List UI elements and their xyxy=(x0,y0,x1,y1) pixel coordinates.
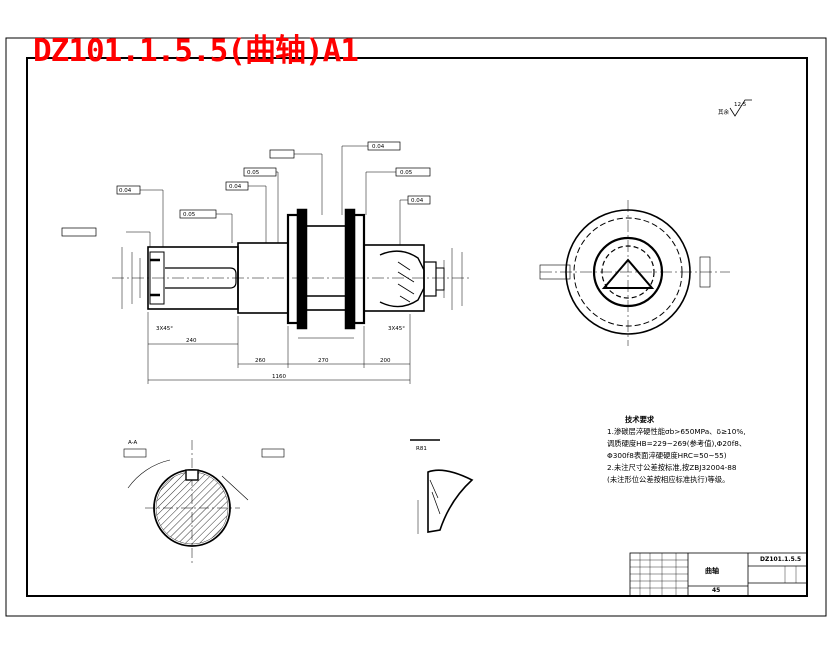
svg-text:12.5: 12.5 xyxy=(734,102,747,108)
title-block-drawing-no: DZ101.1.5.5 xyxy=(760,556,802,563)
tolerance-frame-labels: 0.04 0.05 0.04 0.04 0.05 0.04 0.05 xyxy=(119,144,424,218)
svg-text:0.05: 0.05 xyxy=(400,170,413,176)
svg-text:1160: 1160 xyxy=(272,374,286,380)
title-block-part-name: 曲轴 xyxy=(705,567,719,575)
drawing-frame xyxy=(26,57,808,597)
svg-text:A-A: A-A xyxy=(128,440,138,446)
section-a-view: A-A xyxy=(123,440,285,564)
svg-text:200: 200 xyxy=(380,358,391,364)
svg-text:3X45°: 3X45° xyxy=(156,326,173,332)
tolerance-frames xyxy=(61,141,431,237)
title-block-material: 45 xyxy=(712,587,721,594)
svg-text:240: 240 xyxy=(186,338,197,344)
svg-text:R81: R81 xyxy=(416,446,427,452)
svg-text:260: 260 xyxy=(255,358,266,364)
technical-requirement-line: 调质硬度HB=229~269(参考值),Φ20f8、 xyxy=(607,439,747,448)
svg-text:0.04: 0.04 xyxy=(372,144,385,150)
svg-text:0.05: 0.05 xyxy=(183,212,196,218)
crankshaft-main-view: 1160 240 260 270 200 3X45° 3X45° xyxy=(112,145,472,384)
svg-text:0.04: 0.04 xyxy=(229,184,242,190)
technical-requirement-line: 1.渗碳层淬硬性能σb>650MPa、δ≥10%, xyxy=(607,427,746,436)
svg-text:0.04: 0.04 xyxy=(411,198,424,204)
technical-requirement-line: (未注形位公差按相应标准执行)等级。 xyxy=(607,475,730,484)
svg-text:270: 270 xyxy=(318,358,329,364)
svg-text:其余: 其余 xyxy=(718,108,730,116)
drawing-title-banner: DZ101.1.5.5(曲轴)A1 xyxy=(33,33,359,69)
svg-text:0.04: 0.04 xyxy=(119,188,132,194)
technical-requirements-heading: 技术要求 xyxy=(625,415,655,424)
technical-requirement-line: 2.未注尺寸公差按标准,按ZBJ32004-88 xyxy=(607,463,737,472)
roughness-symbol: 12.5 其余 xyxy=(718,99,752,117)
svg-text:0.05: 0.05 xyxy=(247,170,260,176)
technical-requirement-line: Φ300f8表面淬硬硬度HRC=50~55) xyxy=(607,451,727,460)
svg-text:3X45°: 3X45° xyxy=(388,326,405,332)
title-block xyxy=(629,552,808,597)
sheet-border xyxy=(5,37,827,617)
detail-b-view: R81 xyxy=(410,439,474,534)
crankshaft-end-view xyxy=(539,200,730,346)
technical-requirements: 技术要求 1.渗碳层淬硬性能σb>650MPa、δ≥10%, 调质硬度HB=22… xyxy=(607,414,746,486)
